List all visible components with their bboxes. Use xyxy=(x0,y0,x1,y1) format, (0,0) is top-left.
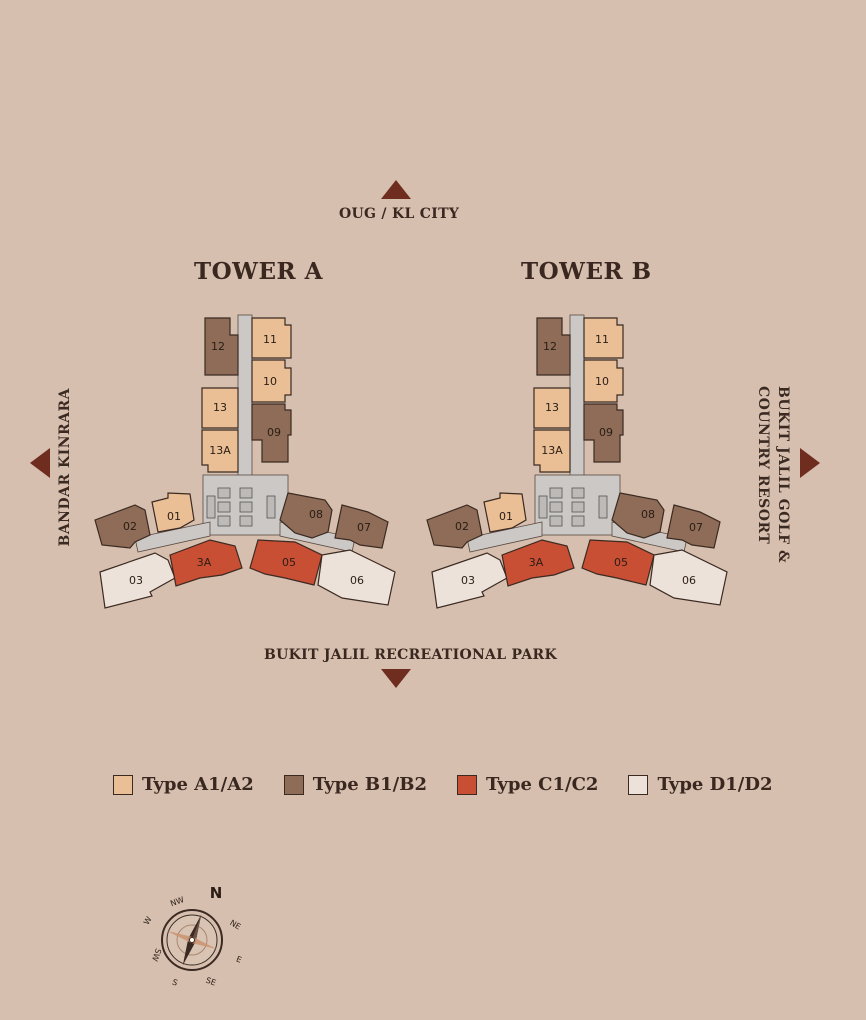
tower-b-unit-10[interactable]: 10 xyxy=(583,359,624,403)
unit-label: 09 xyxy=(267,426,281,439)
compass-s-label: S xyxy=(171,978,179,988)
tower-b-unit-13[interactable]: 13 xyxy=(533,387,571,429)
legend-swatch-type-d xyxy=(628,774,649,795)
legend-item-type-c: Type C1/C2 xyxy=(456,774,599,795)
unit-label: 13A xyxy=(209,444,231,457)
tower-b-unit-03[interactable]: 03 xyxy=(431,552,508,609)
unit-label: 06 xyxy=(350,574,364,587)
tower-a-unit-06[interactable]: 06 xyxy=(317,549,396,606)
unit-label: 05 xyxy=(614,556,628,569)
tower-b-floor-plan: 12 11 10 13 09 13A 02 01 08 07 03 3 xyxy=(426,314,728,609)
unit-label: 10 xyxy=(263,375,277,388)
north-direction-label: OUG / KL CITY xyxy=(339,206,460,222)
unit-label: 06 xyxy=(682,574,696,587)
unit-label: 02 xyxy=(455,520,469,533)
tower-b-unit-06[interactable]: 06 xyxy=(649,549,728,606)
tower-b-corridors xyxy=(466,314,688,553)
unit-label: 13 xyxy=(545,401,559,414)
compass-icon: N NE E SE S SW W NW xyxy=(142,884,243,988)
south-direction-label: BUKIT JALIL RECREATIONAL PARK xyxy=(264,647,557,663)
tower-b-unit-07[interactable]: 07 xyxy=(666,504,721,549)
unit-label: 11 xyxy=(595,333,609,346)
compass-w-label: W xyxy=(142,915,154,926)
unit-type-legend: Type A1/A2 Type B1/B2 Type C1/C2 Type D1… xyxy=(113,774,802,795)
unit-label: 08 xyxy=(641,508,655,521)
legend-item-type-a: Type A1/A2 xyxy=(113,774,254,795)
north-arrow-icon xyxy=(381,180,411,199)
legend-swatch-type-b xyxy=(283,774,304,795)
unit-label: 01 xyxy=(167,510,181,523)
west-direction-label: BANDAR KINRARA xyxy=(57,388,73,547)
unit-label: 03 xyxy=(129,574,143,587)
legend-swatch-type-c xyxy=(456,774,477,795)
legend-item-type-d: Type D1/D2 xyxy=(628,774,772,795)
tower-b-unit-13a[interactable]: 13A xyxy=(533,429,571,473)
tower-b-title: TOWER B xyxy=(521,258,652,285)
unit-label: 3A xyxy=(197,556,212,569)
tower-a-unit-08[interactable]: 08 xyxy=(279,492,333,539)
compass-sw-label: SW xyxy=(150,947,163,962)
tower-a-unit-01[interactable]: 01 xyxy=(151,492,195,533)
legend-label-type-a: Type A1/A2 xyxy=(142,774,254,795)
unit-label: 12 xyxy=(211,340,225,353)
unit-label: 03 xyxy=(461,574,475,587)
tower-b-unit-05[interactable]: 05 xyxy=(581,539,655,586)
legend-swatch-type-a xyxy=(113,774,133,795)
south-arrow-icon xyxy=(381,669,411,688)
unit-label: 10 xyxy=(595,375,609,388)
unit-label: 12 xyxy=(543,340,557,353)
west-arrow-icon xyxy=(30,448,50,478)
tower-a-unit-02[interactable]: 02 xyxy=(94,504,151,549)
east-direction-label: BUKIT JALIL GOLF & COUNTRY RESORT xyxy=(753,386,793,563)
compass-se-label: SE xyxy=(205,976,218,988)
unit-label: 07 xyxy=(357,521,371,534)
legend-label-type-c: Type C1/C2 xyxy=(485,774,599,795)
east-direction-line-2: COUNTRY RESORT xyxy=(755,386,771,545)
legend-item-type-b: Type B1/B2 xyxy=(283,774,427,795)
legend-label-type-d: Type D1/D2 xyxy=(657,774,773,795)
legend-label-type-b: Type B1/B2 xyxy=(312,774,427,795)
tower-a-unit-10[interactable]: 10 xyxy=(251,359,292,403)
tower-b-unit-08[interactable]: 08 xyxy=(611,492,665,539)
tower-b-unit-11[interactable]: 11 xyxy=(583,317,624,359)
unit-label: 08 xyxy=(309,508,323,521)
unit-label: 13A xyxy=(541,444,563,457)
unit-label: 13 xyxy=(213,401,227,414)
tower-a-unit-07[interactable]: 07 xyxy=(334,504,389,549)
east-arrow-icon xyxy=(800,448,820,478)
tower-a-unit-03[interactable]: 03 xyxy=(99,552,176,609)
unit-label: 11 xyxy=(263,333,277,346)
tower-a-unit-11[interactable]: 11 xyxy=(251,317,292,359)
tower-a-unit-13a[interactable]: 13A xyxy=(201,429,239,473)
compass-n-label: N xyxy=(210,884,223,902)
tower-b-unit-02[interactable]: 02 xyxy=(426,504,483,549)
tower-b-unit-09[interactable]: 09 xyxy=(583,403,624,463)
tower-b-unit-12[interactable]: 12 xyxy=(536,317,571,376)
unit-label: 3A xyxy=(529,556,544,569)
compass-ne-label: NE xyxy=(228,918,242,931)
unit-label: 05 xyxy=(282,556,296,569)
unit-label: 07 xyxy=(689,521,703,534)
east-direction-line-1: BUKIT JALIL GOLF & xyxy=(775,386,791,564)
tower-a-unit-3a[interactable]: 3A xyxy=(169,539,243,587)
tower-a-unit-12[interactable]: 12 xyxy=(204,317,239,376)
tower-a-unit-13[interactable]: 13 xyxy=(201,387,239,429)
compass-e-label: E xyxy=(235,955,243,965)
compass-nw-label: NW xyxy=(169,895,185,908)
tower-b-unit-01[interactable]: 01 xyxy=(483,492,527,533)
tower-a-title: TOWER A xyxy=(194,258,323,285)
unit-label: 02 xyxy=(123,520,137,533)
tower-a-floor-plan: 12 11 10 13 09 13A 02 01 08 07 03 3 xyxy=(94,314,396,609)
tower-a-unit-05[interactable]: 05 xyxy=(249,539,323,586)
unit-label: 09 xyxy=(599,426,613,439)
tower-a-unit-09[interactable]: 09 xyxy=(251,403,292,463)
unit-label: 01 xyxy=(499,510,513,523)
tower-b-unit-3a[interactable]: 3A xyxy=(501,539,575,587)
